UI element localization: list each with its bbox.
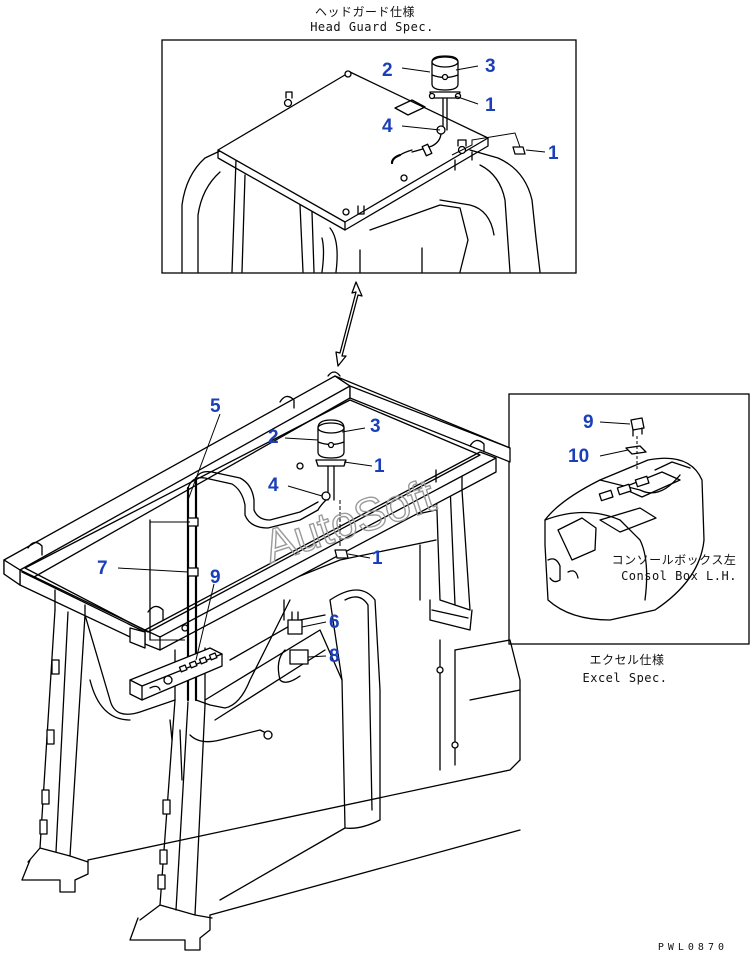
excel-spec-detail: エクセル仕様 Excel Spec. 9 10 コンソールボックス左 Conso…: [508, 393, 750, 685]
head-guard-frame: [161, 39, 577, 274]
callout-main-9: 9: [210, 567, 221, 588]
callout-excel-10: 10: [568, 446, 589, 467]
callout-main-1a: 1: [374, 456, 385, 477]
excel-spec-frame: [508, 393, 750, 645]
excel-caption-en: Excel Spec.: [583, 671, 668, 685]
head-guard-detail: ヘッドガード仕様 Head Guard Spec.: [161, 5, 577, 274]
view-link-arrow: [335, 281, 363, 367]
callout-top-1b: 1: [548, 143, 559, 164]
callout-main-3: 3: [370, 416, 381, 437]
callout-main-2: 2: [268, 427, 279, 448]
callout-top-4: 4: [382, 116, 393, 137]
head-guard-frame-view: [3, 371, 511, 706]
callout-excel-9: 9: [583, 412, 594, 433]
callout-main-6: 6: [329, 612, 340, 633]
head-guard-caption-en: Head Guard Spec.: [310, 20, 434, 34]
excel-caption-jp: エクセル仕様: [589, 653, 664, 667]
callout-main-5: 5: [210, 396, 221, 417]
callout-main-8: 8: [329, 646, 340, 667]
beacon-wiring-view: 5 2 3 4 1 1 7 9 6 8: [97, 396, 385, 781]
callout-main-1b: 1: [372, 548, 383, 569]
console-label-jp: コンソールボックス左: [612, 552, 737, 567]
head-guard-caption-jp: ヘッドガード仕様: [315, 5, 415, 19]
callout-top-3: 3: [485, 56, 496, 77]
callout-top-1a: 1: [485, 95, 496, 116]
console-label-en: Consol Box L.H.: [621, 569, 737, 583]
callout-main-4: 4: [268, 475, 279, 496]
callout-top-2: 2: [382, 60, 393, 81]
callout-main-7: 7: [97, 558, 108, 579]
watermark-text: AutoSoft: [257, 468, 441, 572]
drawing-code: PWL0870: [658, 942, 728, 953]
